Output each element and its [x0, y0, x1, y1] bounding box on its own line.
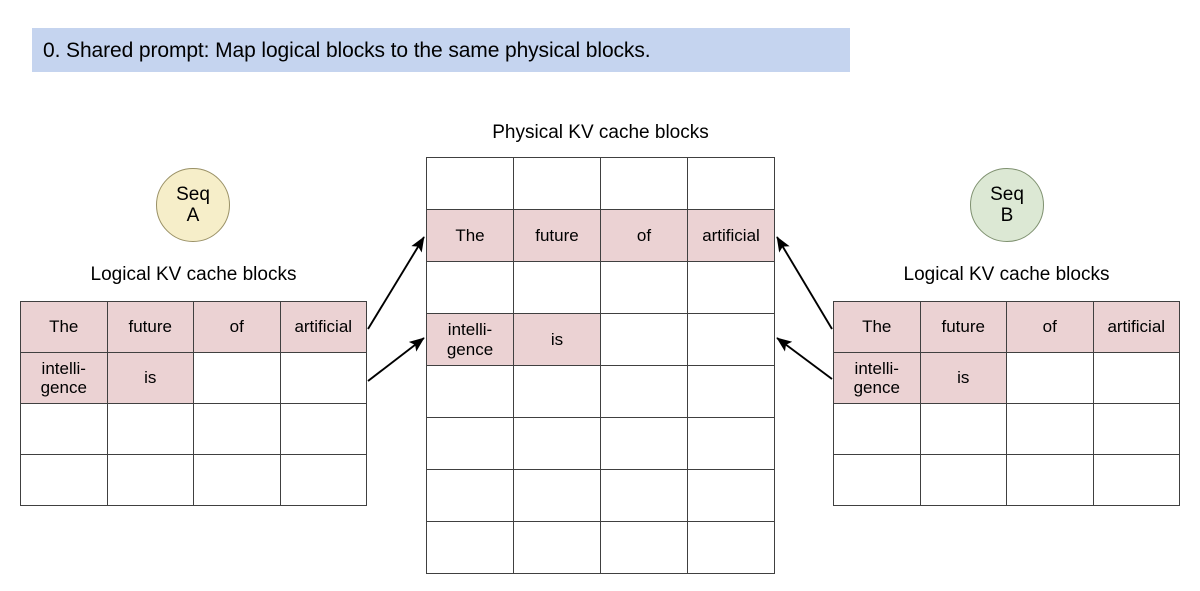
kv-block-filled: The [426, 209, 514, 262]
kv-block-empty [687, 417, 775, 470]
kv-block-empty [106, 403, 194, 455]
kv-block-empty [426, 521, 514, 574]
kv-block-filled: future [513, 209, 601, 262]
table-row [426, 417, 775, 470]
kv-block-filled: intelli-gence [833, 352, 921, 404]
table-row [20, 454, 367, 506]
kv-block-empty [1092, 352, 1180, 404]
kv-block-filled: intelli-gence [426, 313, 514, 366]
kv-block-filled: of [193, 301, 281, 353]
table-row [426, 157, 775, 210]
kv-block-filled: future [106, 301, 194, 353]
table-row [20, 403, 367, 455]
arrow-right-row1-to-physical-row2 [776, 236, 833, 330]
kv-block-empty [600, 313, 688, 366]
arrow-left-row2-to-physical-row4 [367, 337, 425, 382]
kv-block-empty [426, 469, 514, 522]
kv-block-empty [687, 261, 775, 314]
kv-block-empty [20, 403, 108, 455]
kv-block-empty [279, 352, 367, 404]
right-logical-table-caption: Logical KV cache blocks [903, 264, 1110, 285]
kv-block-empty [279, 454, 367, 506]
kv-block-empty [1006, 352, 1094, 404]
kv-block-filled: The [833, 301, 921, 353]
seq-a-label-line2: A [186, 205, 200, 226]
kv-block-filled: artificial [1092, 301, 1180, 353]
seq-a-label-line1: Seq [176, 183, 210, 205]
kv-block-empty [600, 469, 688, 522]
kv-block-filled: of [1006, 301, 1094, 353]
kv-block-filled: is [919, 352, 1007, 404]
kv-block-empty [1006, 454, 1094, 506]
kv-block-empty [426, 157, 514, 210]
arrow-left-row1-to-physical-row2 [367, 236, 425, 330]
kv-block-empty [600, 521, 688, 574]
kv-block-empty [833, 454, 921, 506]
seq-b-label-line2: B [1000, 205, 1014, 226]
kv-block-empty [687, 365, 775, 418]
seq-b-badge: Seq B [970, 168, 1044, 242]
kv-block-empty [426, 417, 514, 470]
kv-block-empty [600, 261, 688, 314]
left-logical-table-caption: Logical KV cache blocks [90, 264, 297, 285]
kv-block-empty [687, 313, 775, 366]
prompt-banner-text: 0. Shared prompt: Map logical blocks to … [43, 38, 651, 62]
kv-block-empty [513, 469, 601, 522]
physical-table-caption: Physical KV cache blocks [492, 122, 709, 143]
kv-block-empty [20, 454, 108, 506]
kv-block-filled: The [20, 301, 108, 353]
kv-block-empty [600, 417, 688, 470]
kv-block-empty [1006, 403, 1094, 455]
kv-block-empty [687, 157, 775, 210]
kv-block-filled: of [600, 209, 688, 262]
kv-block-empty [193, 352, 281, 404]
kv-block-empty [833, 403, 921, 455]
kv-block-empty [687, 469, 775, 522]
kv-block-empty [426, 365, 514, 418]
arrow-right-row2-to-physical-row4 [776, 337, 833, 380]
kv-block-empty [919, 454, 1007, 506]
table-row [833, 403, 1180, 455]
kv-block-filled: future [919, 301, 1007, 353]
kv-block-empty [279, 403, 367, 455]
kv-block-empty [1092, 454, 1180, 506]
table-row [426, 365, 775, 418]
kv-block-empty [426, 261, 514, 314]
table-row [426, 261, 775, 314]
table-row [833, 454, 1180, 506]
kv-block-empty [513, 417, 601, 470]
seq-b-label-line1: Seq [990, 183, 1024, 205]
kv-block-empty [1092, 403, 1180, 455]
kv-block-filled: is [106, 352, 194, 404]
kv-block-filled: artificial [279, 301, 367, 353]
kv-block-empty [919, 403, 1007, 455]
kv-block-filled: is [513, 313, 601, 366]
kv-block-empty [193, 454, 281, 506]
kv-block-empty [513, 157, 601, 210]
prompt-banner: 0. Shared prompt: Map logical blocks to … [32, 28, 850, 72]
kv-block-empty [513, 261, 601, 314]
kv-block-empty [106, 454, 194, 506]
kv-block-empty [687, 521, 775, 574]
kv-block-empty [513, 521, 601, 574]
kv-block-empty [600, 365, 688, 418]
table-row [426, 469, 775, 522]
kv-block-filled: artificial [687, 209, 775, 262]
table-row [426, 521, 775, 574]
kv-block-empty [600, 157, 688, 210]
seq-a-badge: Seq A [156, 168, 230, 242]
kv-block-filled: intelli-gence [20, 352, 108, 404]
kv-block-empty [513, 365, 601, 418]
kv-block-empty [193, 403, 281, 455]
